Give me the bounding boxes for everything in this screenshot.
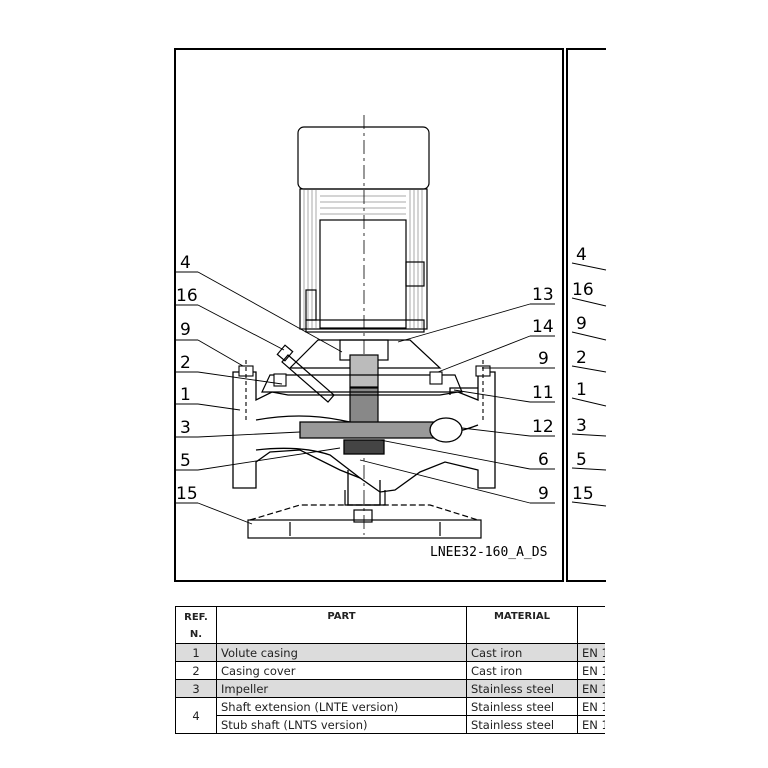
col-header-part: PART: [216, 606, 467, 644]
cell-material: Cast iron: [466, 643, 578, 662]
callout-5: 5: [180, 451, 191, 471]
callout-14: 14: [532, 317, 554, 337]
callout-6: 6: [538, 450, 549, 470]
drawing-frame: [174, 48, 564, 582]
callout-1: 1: [180, 385, 191, 405]
callout-15: 15: [176, 484, 198, 504]
cell-part: Casing cover: [216, 661, 467, 680]
ref-header-line2: N.: [189, 629, 203, 640]
callout-12: 12: [532, 417, 554, 437]
callout-2: 2: [180, 353, 191, 373]
cell-part: Stub shaft (LNTS version): [216, 715, 467, 734]
foot-plate: [247, 490, 482, 539]
parts-table: REF. N. PART MATERIAL 1 Volute casing Cas…: [175, 606, 627, 734]
callout-16: 16: [176, 286, 198, 306]
callout-9-right-upper: 9: [538, 349, 549, 369]
cell-material: Cast iron: [466, 661, 578, 680]
table-row: 4 Shaft extension (LNTE version) Stainle…: [175, 697, 627, 734]
table-row: 3 Impeller Stainless steel EN 1: [175, 679, 627, 698]
bracket: [261, 339, 463, 429]
cell-part: Volute casing: [216, 643, 467, 662]
col-header-material: MATERIAL: [466, 606, 578, 644]
cell-ref: 4: [175, 697, 217, 734]
panel2-callout-4: 4: [576, 245, 587, 265]
second-panel-frame: [566, 48, 606, 582]
page-crop-mask: [605, 590, 768, 768]
table-row: Stub shaft (LNTS version) Stainless stee…: [176, 715, 627, 734]
table-row: 1 Volute casing Cast iron EN 1: [175, 643, 627, 662]
panel2-callout-5: 5: [576, 450, 587, 470]
cell-material: Stainless steel: [466, 679, 578, 698]
panel2-callout-9: 9: [576, 314, 587, 334]
cell-ref: 2: [175, 661, 217, 680]
cell-material: Stainless steel: [466, 697, 578, 716]
casing: [232, 371, 496, 506]
col-header-ref: REF. N.: [175, 606, 217, 644]
motor: [297, 126, 430, 333]
cell-part: Shaft extension (LNTE version): [216, 697, 467, 716]
panel2-callout-16: 16: [572, 280, 594, 300]
table-header-row: REF. N. PART MATERIAL: [175, 606, 626, 644]
cell-part: Impeller: [216, 679, 467, 698]
callout-3: 3: [180, 418, 191, 438]
panel2-callout-15: 15: [572, 484, 594, 504]
table-row: 2 Casing cover Cast iron EN 1: [175, 661, 627, 680]
panel2-callout-3: 3: [576, 416, 587, 436]
cell-material: Stainless steel: [466, 715, 578, 734]
callout-11: 11: [532, 383, 554, 403]
ref-header-line1: REF.: [184, 612, 208, 623]
callout-leaders: [176, 262, 607, 525]
drawing-code: LNEE32-160_A_DS: [430, 545, 547, 560]
callout-13: 13: [532, 285, 554, 305]
panel2-callout-2: 2: [576, 348, 587, 368]
callout-9-left: 9: [180, 320, 191, 340]
callout-9-right-lower: 9: [538, 484, 549, 504]
inclined-bolt: [276, 344, 335, 403]
cell-ref: 1: [175, 643, 217, 662]
cell-ref: 3: [175, 679, 217, 698]
callout-4: 4: [180, 253, 191, 273]
panel2-callout-1: 1: [576, 380, 587, 400]
